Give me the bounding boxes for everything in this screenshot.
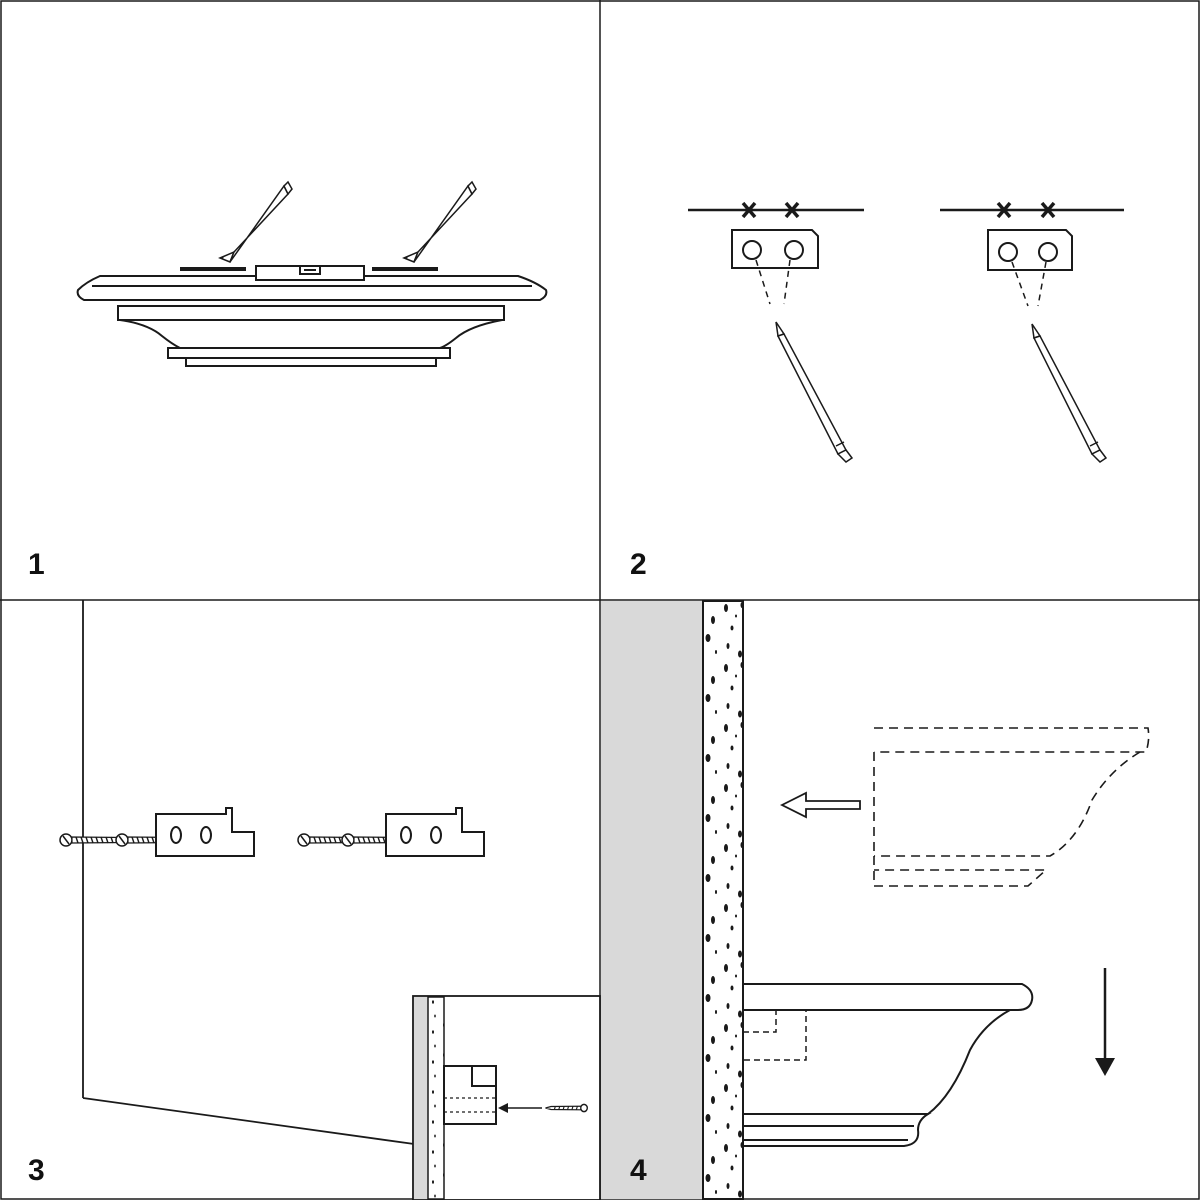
- step-number: 3: [28, 1154, 45, 1187]
- detail-inset: [412, 995, 601, 1200]
- mounting-bracket-icon: [731, 229, 819, 269]
- wall-cross-section: [702, 600, 744, 1200]
- mounting-bracket-icon: [385, 807, 485, 857]
- pencil-icon: [1031, 323, 1108, 463]
- panel-2: 2: [630, 201, 1124, 581]
- screw-icon: [545, 1103, 588, 1113]
- mounting-bracket-icon: [987, 229, 1073, 271]
- wall-outline: [82, 600, 415, 1145]
- shelf-front-view: [76, 275, 548, 367]
- panel-3: 3: [28, 600, 601, 1200]
- step-number: 1: [28, 548, 45, 581]
- hidden-bracket: [743, 1009, 807, 1061]
- shelf-side-profile: [742, 983, 1034, 1147]
- spirit-level-icon: [255, 265, 365, 281]
- mounting-bracket-icon: [443, 1065, 497, 1125]
- step-number: 4: [630, 1154, 647, 1187]
- arrow-down-icon: [1095, 968, 1115, 1076]
- arrow-left-icon: [498, 1103, 542, 1113]
- panel-4: 4: [601, 600, 1150, 1200]
- x-mark-icon: [996, 201, 1056, 219]
- mounting-bracket-icon: [155, 807, 255, 857]
- panel-1: 1: [28, 181, 548, 581]
- shelf-outline-dashed: [873, 727, 1150, 887]
- pencil-icon: [219, 181, 293, 263]
- step-number: 2: [630, 548, 647, 581]
- pencil-icon: [403, 181, 477, 263]
- arrow-left-icon: [779, 791, 861, 819]
- x-mark-icon: [741, 201, 800, 219]
- wall-backing: [601, 601, 703, 1199]
- pencil-icon: [775, 321, 854, 463]
